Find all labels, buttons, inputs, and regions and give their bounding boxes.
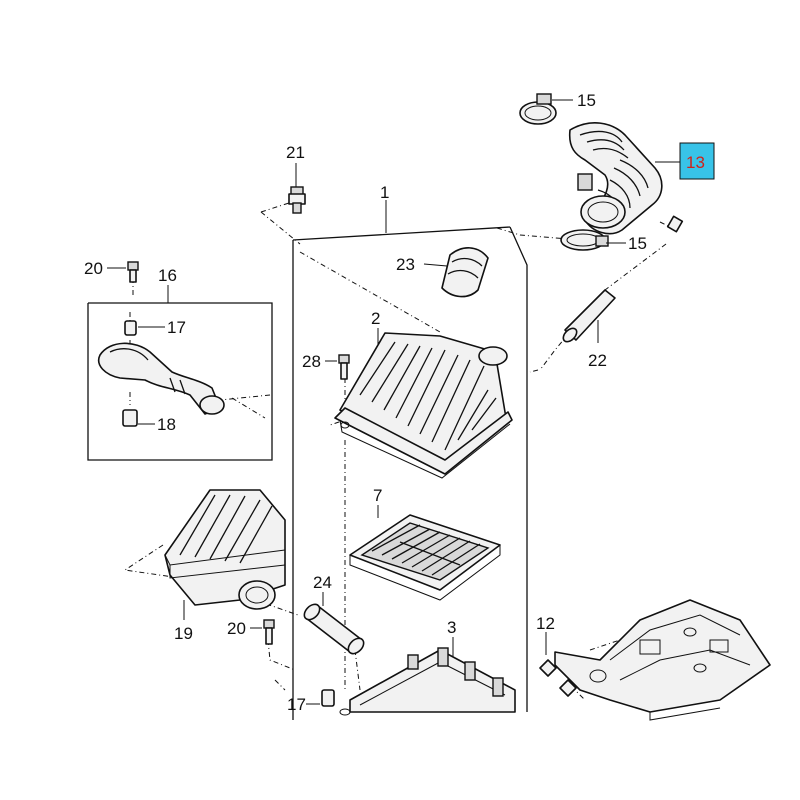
subassembly-frame-16 [87,285,273,461]
callout-17-lower: 17 [287,695,306,714]
part-15-clamp-upper [519,93,573,125]
part-12-bracket [539,599,771,721]
callout-22: 22 [588,351,607,370]
part-3-housing [339,637,516,716]
part-21-sensor [288,163,306,214]
callout-28: 28 [302,352,321,371]
part-22-hose [562,289,616,343]
callout-7: 7 [373,486,382,505]
part-13-intake-duct [568,122,684,235]
assembly-frame-1 [292,200,528,720]
callout-3: 3 [447,618,456,637]
callout-23: 23 [396,255,415,274]
callout-24: 24 [313,573,332,592]
callout-labels: 1 2 3 7 12 13 15 15 16 17 17 18 19 20 20… [84,91,705,714]
callout-21: 21 [286,143,305,162]
part-2-cover [334,328,513,479]
part-24-tube [303,592,365,655]
callout-12: 12 [536,614,555,633]
callout-15-upper: 15 [577,91,596,110]
part-15-clamp-lower [560,229,626,251]
callout-17-upper: 17 [167,318,186,337]
part-19-resonator-box [164,489,286,620]
part-20-bolt-upper [107,261,139,283]
callout-15-lower: 15 [628,234,647,253]
callout-2: 2 [371,309,380,328]
callout-13-highlight [679,142,715,180]
part-16-snorkel [98,320,225,427]
part-23-resonator [423,247,489,298]
part-28-bolt [325,354,350,380]
callout-18: 18 [157,415,176,434]
part-7-filter [349,505,501,601]
callout-19: 19 [174,624,193,643]
callout-13: 13 [686,153,705,172]
callout-20-lower: 20 [227,619,246,638]
callout-20-upper: 20 [84,259,103,278]
callout-16: 16 [158,266,177,285]
part-20-bolt-lower [250,619,275,645]
part-17-grommet-lower [306,689,335,707]
callout-1: 1 [380,183,389,202]
